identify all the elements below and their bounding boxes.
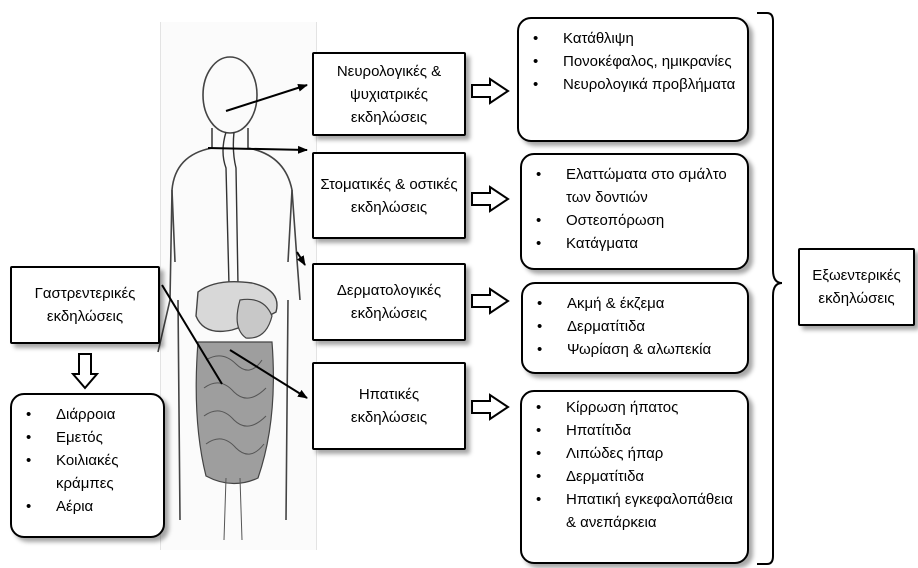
symptoms-hepatic: Κίρρωση ήπατος Ηπατίτιδα Λιπώδες ήπαρ Δε… bbox=[520, 390, 749, 564]
symptom-list-neuro: Κατάθλιψη Πονοκέφαλος, ημικρανίες Νευρολ… bbox=[519, 19, 747, 96]
category-extraintestinal: Εξωεντερικές εκδηλώσεις bbox=[798, 248, 915, 326]
symptom-item: Κίρρωση ήπατος bbox=[536, 396, 739, 419]
category-oral-bone: Στοματικές & οστικές εκδηλώσεις bbox=[312, 152, 466, 239]
symptom-item: Οστεοπόρωση bbox=[536, 209, 739, 232]
symptom-item: Κατάγματα bbox=[536, 232, 739, 255]
symptom-item: Ηπατική εγκεφαλοπάθεια & ανεπάρκεια bbox=[536, 488, 739, 534]
symptom-list-dermatological: Ακμή & έκζεμα Δερματίτιδα Ψωρίαση & αλωπ… bbox=[523, 284, 747, 361]
symptoms-oral-bone: Ελαττώματα στο σμάλτο των δοντιών Οστεοπ… bbox=[520, 153, 749, 270]
symptom-item: Πονοκέφαλος, ημικρανίες bbox=[533, 50, 739, 73]
symptom-item: Λιπώδες ήπαρ bbox=[536, 442, 739, 465]
symptom-item: Ηπατίτιδα bbox=[536, 419, 739, 442]
symptoms-gastrointestinal: Διάρροια Εμετός Κοιλιακές κράμπες Αέρια bbox=[10, 393, 165, 538]
symptom-item: Εμετός bbox=[26, 426, 155, 449]
symptoms-neuro: Κατάθλιψη Πονοκέφαλος, ημικρανίες Νευρολ… bbox=[517, 17, 749, 142]
symptom-list-gastrointestinal: Διάρροια Εμετός Κοιλιακές κράμπες Αέρια bbox=[12, 395, 163, 518]
grouping-brace bbox=[757, 13, 782, 564]
category-hepatic: Ηπατικές εκδηλώσεις bbox=[312, 362, 466, 450]
category-dermatological: Δερματολογικές εκδηλώσεις bbox=[312, 263, 466, 341]
symptom-item: Ελαττώματα στο σμάλτο των δοντιών bbox=[536, 163, 739, 209]
symptom-list-hepatic: Κίρρωση ήπατος Ηπατίτιδα Λιπώδες ήπαρ Δε… bbox=[522, 392, 747, 534]
symptom-item: Δερματίτιδα bbox=[537, 315, 739, 338]
symptom-item: Ψωρίαση & αλωπεκία bbox=[537, 338, 739, 361]
category-gastrointestinal: Γαστρεντερικές εκδηλώσεις bbox=[10, 266, 160, 344]
symptom-item: Κατάθλιψη bbox=[533, 27, 739, 50]
symptom-item: Αέρια bbox=[26, 495, 155, 518]
symptom-item: Δερματίτιδα bbox=[536, 465, 739, 488]
symptom-item: Κοιλιακές κράμπες bbox=[26, 449, 155, 495]
symptom-list-oral-bone: Ελαττώματα στο σμάλτο των δοντιών Οστεοπ… bbox=[522, 155, 747, 255]
symptoms-dermatological: Ακμή & έκζεμα Δερματίτιδα Ψωρίαση & αλωπ… bbox=[521, 282, 749, 374]
symptom-item: Διάρροια bbox=[26, 403, 155, 426]
symptom-item: Νευρολογικά προβλήματα bbox=[533, 73, 739, 96]
category-neuro: Νευρολογικές & ψυχιατρικές εκδηλώσεις bbox=[312, 52, 466, 136]
esophagus bbox=[223, 132, 238, 285]
symptom-item: Ακμή & έκζεμα bbox=[537, 292, 739, 315]
